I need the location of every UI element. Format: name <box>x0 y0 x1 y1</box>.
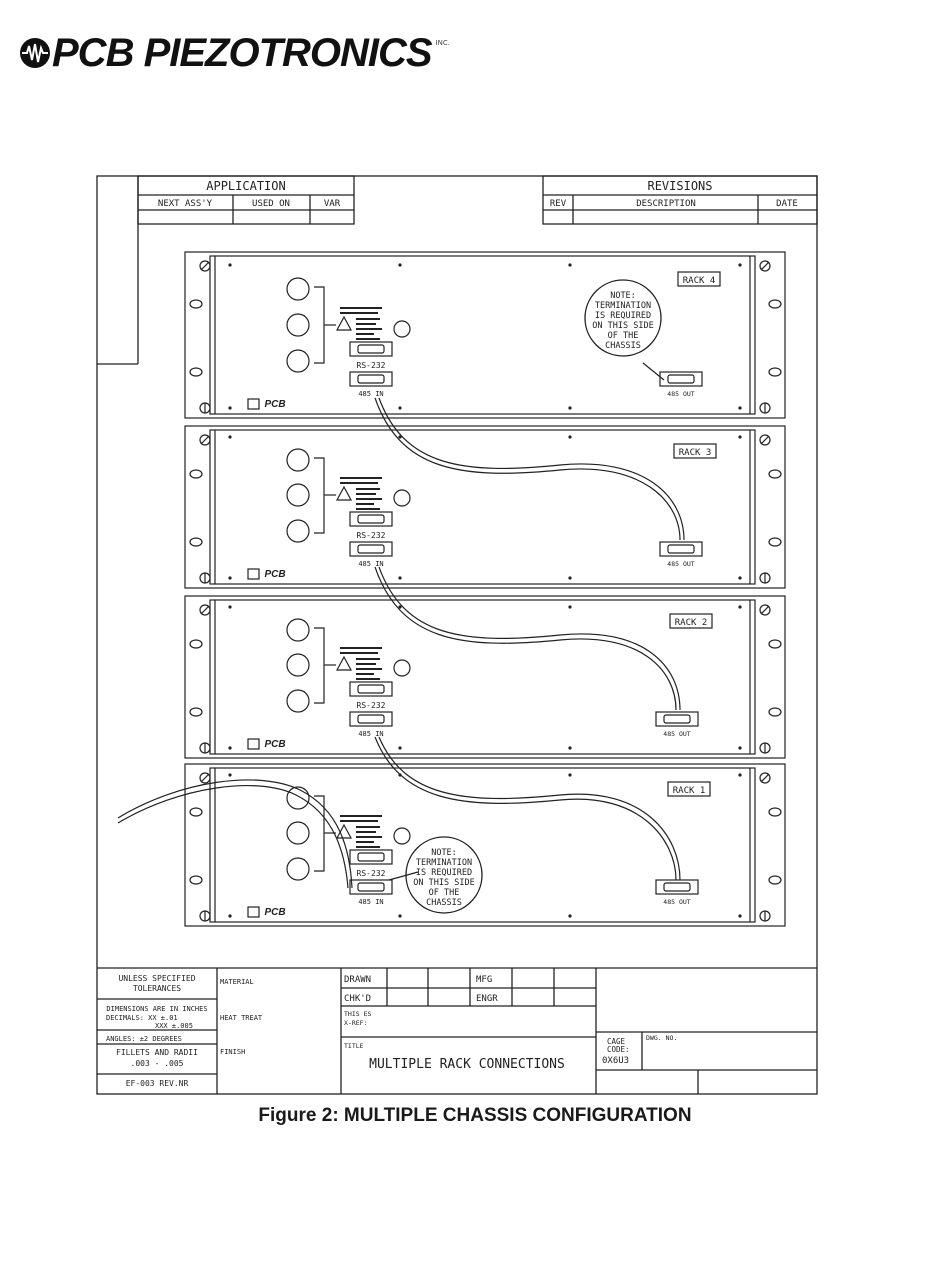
rack-3: RACK 3 RS-232 485 IN 485 OUT PCB <box>184 425 786 589</box>
rack-3-rs232: RS-232 <box>357 531 386 540</box>
rack-2-485-in: 485 IN <box>358 730 383 738</box>
rack-2-brand: PCB <box>264 739 285 750</box>
rack-4-485-in: 485 IN <box>358 390 383 398</box>
company-logo: PCB PIEZOTRONICS INC. <box>18 28 450 78</box>
drawn-label: DRAWN <box>344 975 371 985</box>
rack-3-brand: PCB <box>264 569 285 580</box>
rack-1-label: RACK 1 <box>673 786 706 796</box>
finish-label: FINISH <box>220 1048 245 1056</box>
rack-4-brand: PCB <box>264 399 285 410</box>
revisions-label: REVISIONS <box>647 179 712 193</box>
rack-2-label: RACK 2 <box>675 618 708 628</box>
note-bottom-line-1: NOTE: <box>431 848 457 858</box>
drawing-border <box>96 175 818 1095</box>
cable-rack4-rack3 <box>374 397 681 541</box>
dims-in-inches: DIMENSIONS ARE IN INCHES <box>106 1005 207 1013</box>
used-on-label: USED ON <box>252 199 290 209</box>
rack-1-brand: PCB <box>264 907 285 918</box>
engr-label: ENGR <box>476 994 498 1004</box>
tolerances: TOLERANCES <box>133 984 181 993</box>
note-top-line-5: OF THE <box>608 331 639 341</box>
note-top-line-1: NOTE: <box>610 291 636 301</box>
note-bottom-line-5: OF THE <box>429 888 460 898</box>
cable-rack3-rack2 <box>374 566 677 711</box>
next-assy-label: NEXT ASS'Y <box>158 199 213 209</box>
var-label: VAR <box>324 199 341 209</box>
application-block <box>137 175 355 225</box>
bottom-title-block <box>97 967 817 1094</box>
angles: ANGLES: ±2 DEGREES <box>106 1035 182 1043</box>
heat-treat-label: HEAT TREAT <box>220 1014 263 1022</box>
dwg-no-label: DWG. NO. <box>646 1034 677 1042</box>
material-label: MATERIAL <box>220 978 254 986</box>
rack-3-label: RACK 3 <box>679 448 712 458</box>
rack-1-485-in: 485 IN <box>358 898 383 906</box>
cage-label: CAGE <box>607 1037 626 1046</box>
mfg-label: MFG <box>476 975 492 985</box>
cable-rack4-rack3-b <box>378 397 685 541</box>
cable-rack2-rack1 <box>374 736 677 881</box>
note-circle-bottom <box>405 836 483 914</box>
this-es-label: THIS ES <box>344 1010 371 1018</box>
rack-4-rs232: RS-232 <box>357 361 386 370</box>
rack-2: RACK 2 RS-232 485 IN 485 OUT PCB <box>184 595 786 759</box>
rack-4-label: RACK 4 <box>683 276 716 286</box>
ef-rev: EF-003 REV.NR <box>126 1079 189 1088</box>
decimals-xxx: XXX ±.005 <box>155 1022 193 1030</box>
rack-3-485-out: 485 OUT <box>667 560 694 568</box>
rack-1-485-out: 485 OUT <box>663 898 690 906</box>
unless-specified: UNLESS SPECIFIED <box>118 974 195 983</box>
rack-1: RACK 1 RS-232 485 IN 485 OUT PCB <box>184 763 786 927</box>
note-top-line-3: IS REQUIRED <box>595 311 651 321</box>
application-label: APPLICATION <box>206 179 285 193</box>
rack-2-485-out: 485 OUT <box>663 730 690 738</box>
cage-code-value: 0X6U3 <box>602 1056 629 1066</box>
note-bottom-line-3: IS REQUIRED <box>416 868 472 878</box>
drawing-title: MULTIPLE RACK CONNECTIONS <box>369 1057 565 1072</box>
date-label: DATE <box>776 199 798 209</box>
note-top-line-2: TERMINATION <box>595 301 651 311</box>
revisions-block <box>542 175 818 225</box>
figure-caption: Figure 2: MULTIPLE CHASSIS CONFIGURATION <box>258 1105 692 1126</box>
note-bottom-line-2: TERMINATION <box>416 858 472 868</box>
rack-2-rs232: RS-232 <box>357 701 386 710</box>
note-top-line-4: ON THIS SIDE <box>592 321 653 331</box>
logo-wordmark: PCB PIEZOTRONICS <box>52 30 433 75</box>
cable-group <box>117 362 685 889</box>
decimals-xx: DECIMALS: XX ±.01 <box>106 1014 178 1022</box>
title-label: TITLE <box>344 1042 364 1050</box>
description-label: DESCRIPTION <box>636 199 696 209</box>
note-bottom-line-6: CHASSIS <box>426 898 462 908</box>
note-top-line-6: CHASSIS <box>605 341 641 351</box>
rack-3-485-in: 485 IN <box>358 560 383 568</box>
pcb-logo-icon <box>20 38 50 68</box>
cable-external-in <box>117 779 353 889</box>
rev-label: REV <box>550 199 567 209</box>
note-bottom-line-4: ON THIS SIDE <box>413 878 474 888</box>
cable-external-in-b <box>117 785 349 889</box>
note-circle-top <box>584 279 662 357</box>
rack-1-rs232: RS-232 <box>357 869 386 878</box>
cable-rack2-rack1-b <box>378 736 681 881</box>
chkd-label: CHK'D <box>344 994 371 1004</box>
fillets-radii: FILLETS AND RADII <box>116 1048 198 1057</box>
rack-4: RACK 4 RS-232 485 IN 485 OUT PCB <box>184 251 786 419</box>
logo-inc: INC. <box>435 39 451 47</box>
code-label: CODE: <box>607 1045 630 1054</box>
fillets-radii-value: .003 - .005 <box>131 1059 184 1068</box>
x-ref-label: X-REF: <box>344 1019 367 1027</box>
rack-4-485-out: 485 OUT <box>667 390 694 398</box>
cable-rack3-rack2-b <box>378 566 681 711</box>
